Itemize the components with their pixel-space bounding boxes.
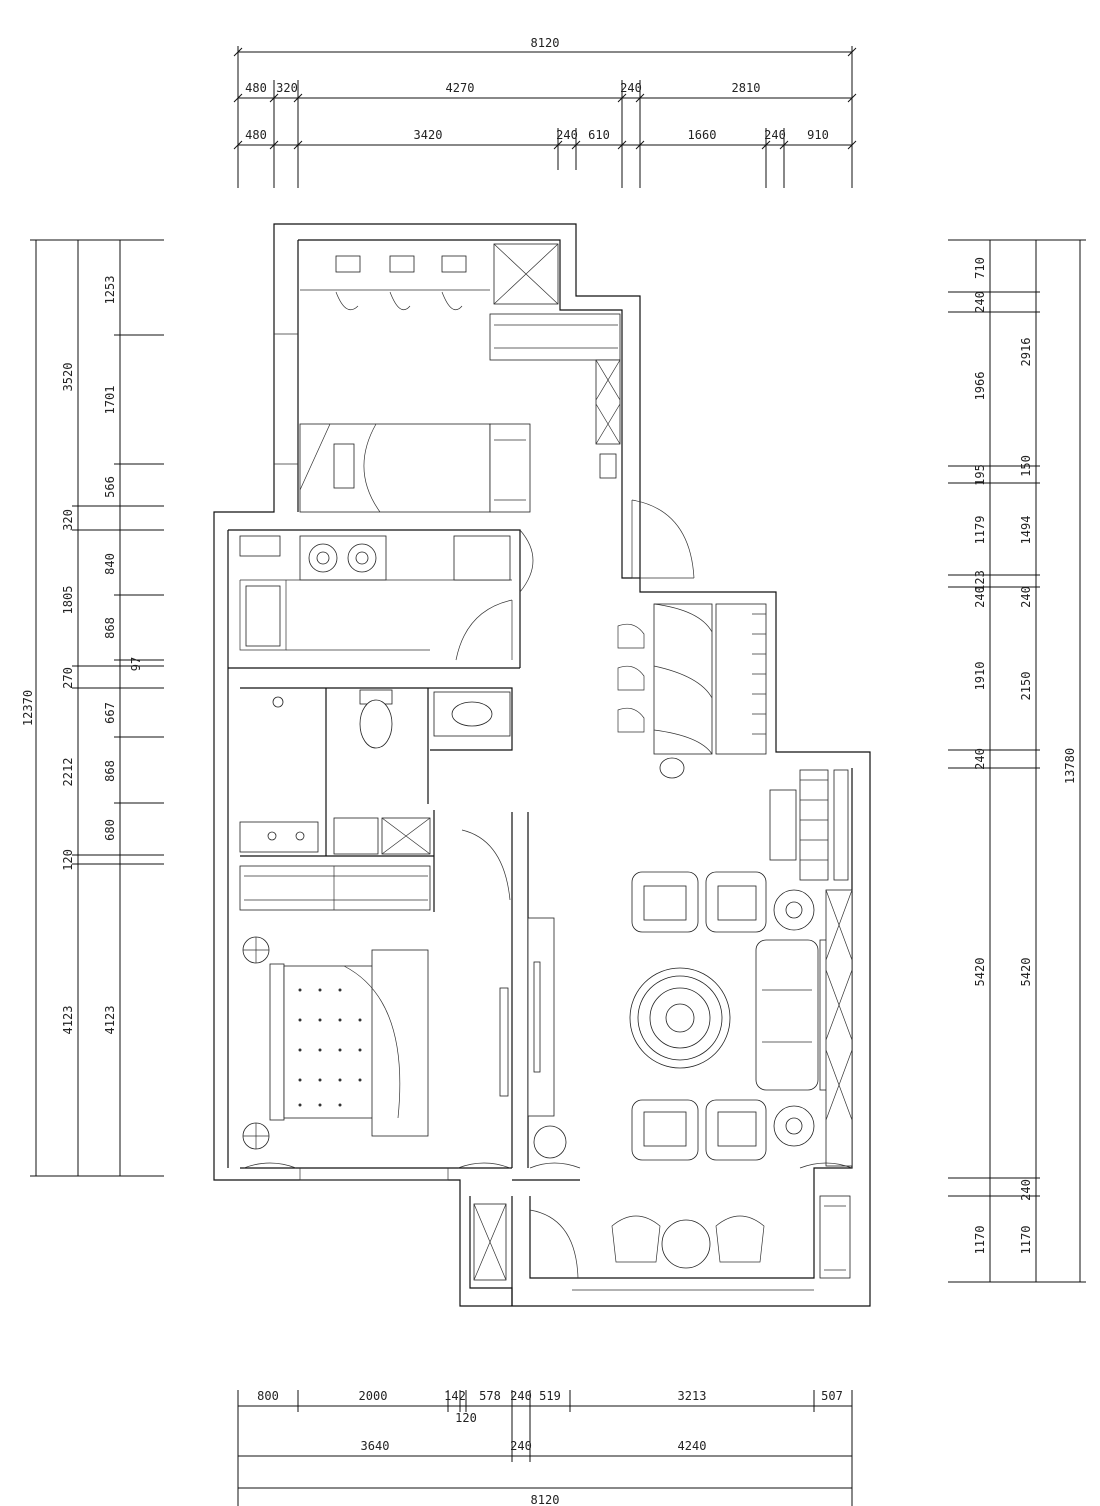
right-dimension-chain: 710 240 1966 195 1179 123 240 1910 240 5…	[948, 239, 1086, 1283]
bottom-dim-label: 800	[257, 1389, 279, 1403]
right-dim-label: 150	[1019, 455, 1033, 477]
bottom-dim-label: 519	[539, 1389, 561, 1403]
right-dim-label: 1966	[973, 372, 987, 401]
top-dim-label: 2810	[732, 81, 761, 95]
top-dim-label: 610	[588, 128, 610, 142]
top-bedroom-furniture	[299, 243, 621, 513]
left-dim-label: 120	[61, 849, 75, 871]
right-dim-label: 195	[973, 464, 987, 486]
living-room-furniture	[629, 871, 853, 1169]
right-dim-label: 1170	[1019, 1226, 1033, 1255]
right-dim-label: 123	[973, 570, 987, 592]
master-bedroom-furniture	[242, 936, 511, 1169]
balcony-furniture	[473, 1195, 851, 1281]
piano	[769, 769, 849, 881]
left-dim-label: 97	[129, 657, 143, 671]
bottom-dim-label: 4240	[678, 1439, 707, 1453]
right-dim-label: 2150	[1019, 672, 1033, 701]
right-dim-label: 5420	[1019, 958, 1033, 987]
top-dim-label: 1660	[688, 128, 717, 142]
left-dim-label: 667	[103, 702, 117, 724]
top-total-label: 8120	[531, 36, 560, 50]
left-dim-label: 1253	[103, 276, 117, 305]
bottom-dim-label: 3640	[361, 1439, 390, 1453]
bottom-dim-label: 3213	[678, 1389, 707, 1403]
top-dim-label: 4270	[446, 81, 475, 95]
left-dim-label: 868	[103, 760, 117, 782]
left-dim-label: 1805	[61, 586, 75, 615]
left-dim-label: 868	[103, 617, 117, 639]
right-dim-label: 1179	[973, 516, 987, 545]
right-dim-label: 240	[973, 291, 987, 313]
entry-door	[631, 499, 695, 579]
left-dim-label: 2212	[61, 758, 75, 787]
top-dim-label: 910	[807, 128, 829, 142]
top-dimension-chain: 8120 480 320 4270 240 2810 480 3420 240 …	[233, 36, 857, 188]
left-total-label: 12370	[21, 690, 35, 726]
bottom-dim-label: 2000	[359, 1389, 388, 1403]
right-dim-label: 1170	[973, 1226, 987, 1255]
top-dim-label: 240	[764, 128, 786, 142]
right-dim-label: 240	[973, 586, 987, 608]
left-dim-label: 270	[61, 667, 75, 689]
right-dim-label: 1910	[973, 662, 987, 691]
bottom-dim-label: 578	[479, 1389, 501, 1403]
left-dim-label: 4123	[103, 1006, 117, 1035]
bottom-dim-label: 240	[510, 1439, 532, 1453]
left-dim-label: 320	[61, 509, 75, 531]
left-dim-label: 680	[103, 819, 117, 841]
bottom-dim-label: 240	[510, 1389, 532, 1403]
right-dim-label: 240	[973, 748, 987, 770]
left-dim-label: 1701	[103, 386, 117, 415]
bottom-dim-label: 120	[455, 1411, 477, 1425]
kitchen-furniture	[239, 529, 534, 661]
tv-cabinet	[527, 917, 581, 1169]
left-dim-label: 3520	[61, 363, 75, 392]
right-dim-label: 240	[1019, 1179, 1033, 1201]
top-dim-label: 240	[620, 81, 642, 95]
right-total-label: 13780	[1063, 748, 1077, 784]
right-dim-label: 2916	[1019, 338, 1033, 367]
top-dim-label: 3420	[414, 128, 443, 142]
bottom-dim-label: 142	[444, 1389, 466, 1403]
top-dim-label: 320	[276, 81, 298, 95]
top-dim-label: 480	[245, 81, 267, 95]
dining-area	[617, 603, 767, 779]
left-dimension-chain: 12370 3520 320 1805 270 2212 120 4123 12…	[21, 239, 164, 1177]
bottom-dimension-chain: 800 2000 142 578 240 519 3213 507 120 36…	[237, 1389, 853, 1506]
top-dim-label: 240	[556, 128, 578, 142]
right-dim-label: 1494	[1019, 516, 1033, 545]
right-dim-label: 240	[1019, 586, 1033, 608]
bottom-dim-label: 507	[821, 1389, 843, 1403]
left-dim-label: 566	[103, 476, 117, 498]
walls	[213, 223, 871, 1307]
right-dim-label: 5420	[973, 958, 987, 987]
left-dim-label: 840	[103, 553, 117, 575]
top-dim-label: 480	[245, 128, 267, 142]
wardrobe	[239, 865, 431, 911]
right-dim-label: 710	[973, 257, 987, 279]
bathroom-furniture	[239, 689, 511, 901]
left-dim-label: 4123	[61, 1006, 75, 1035]
bottom-total-label: 8120	[531, 1493, 560, 1506]
